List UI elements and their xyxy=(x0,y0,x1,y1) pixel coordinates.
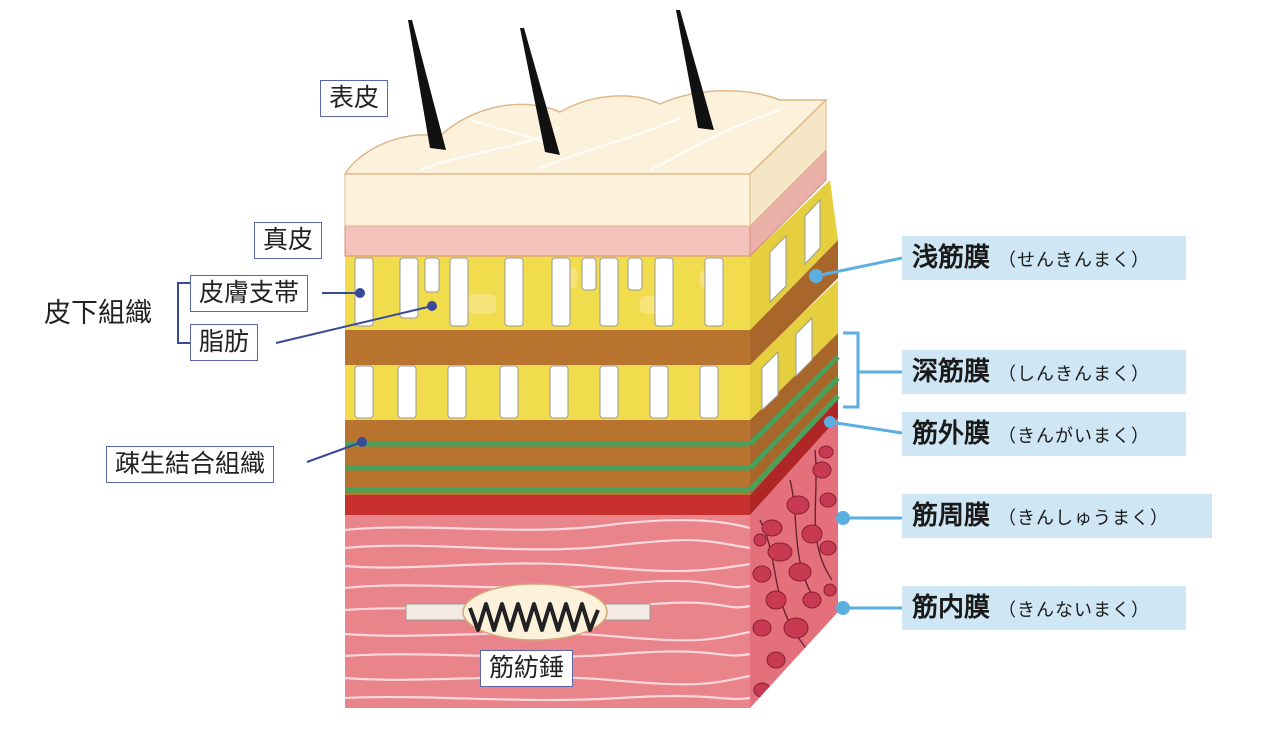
hair-3 xyxy=(676,10,714,130)
tag-perimysium: 筋周膜 （きんしゅうまく） xyxy=(902,494,1212,538)
label-fat: 脂肪 xyxy=(190,324,259,361)
tag-endomysium: 筋内膜 （きんないまく） xyxy=(902,586,1186,630)
dermis-layer xyxy=(344,148,827,258)
tag-reading: （せんきんまく） xyxy=(998,250,1151,271)
hair-1 xyxy=(408,20,446,150)
tag-name: 筋周膜 xyxy=(912,501,991,531)
label-muscle-spindle: 筋紡錘 xyxy=(480,650,574,687)
upper-retinacula xyxy=(354,198,821,327)
muscle-fiber-ends xyxy=(752,445,837,708)
tag-reading: （きんしゅうまく） xyxy=(998,508,1170,529)
left-leader-lines xyxy=(177,282,433,463)
tag-superficial-fascia: 浅筋膜 （せんきんまく） xyxy=(902,236,1186,280)
deep-fascia-block xyxy=(345,333,840,495)
tag-reading: （きんがいまく） xyxy=(998,426,1151,447)
left-leader-dots xyxy=(355,288,437,447)
label-subcutaneous: 皮下組織 xyxy=(44,298,152,329)
upper-fat-layer xyxy=(345,180,838,330)
spindle-coil xyxy=(468,602,600,632)
perimysium-layer xyxy=(345,398,838,515)
muscle-spindle xyxy=(405,583,651,641)
tag-name: 浅筋膜 xyxy=(912,243,991,273)
label-retinacula: 皮膚支帯 xyxy=(190,275,309,312)
deep-fascia-green-lines xyxy=(345,355,840,493)
tag-name: 筋内膜 xyxy=(912,593,991,623)
epidermis-top-surface xyxy=(343,90,828,175)
tag-name: 深筋膜 xyxy=(912,357,991,387)
lower-fat-layer xyxy=(345,280,838,420)
label-epidermis: 表皮 xyxy=(320,80,389,117)
epidermis-layer xyxy=(343,90,828,228)
lower-retinacula xyxy=(354,316,813,419)
hair-2 xyxy=(520,28,560,155)
tag-reading: （しんきんまく） xyxy=(998,364,1151,385)
label-dermis: 真皮 xyxy=(254,222,323,259)
tag-deep-fascia: 深筋膜 （しんきんまく） xyxy=(902,350,1186,394)
tag-reading: （きんないまく） xyxy=(998,600,1151,621)
muscle-fiber-lines xyxy=(345,519,750,702)
right-callout-lines xyxy=(815,256,903,610)
label-loose-tissue: 疎生結合組織 xyxy=(106,446,275,483)
tag-epimysium: 筋外膜 （きんがいまく） xyxy=(902,412,1186,456)
muscle-block xyxy=(345,418,838,708)
hairs xyxy=(408,10,714,155)
tag-name: 筋外膜 xyxy=(912,419,991,449)
right-callout-dots xyxy=(809,269,850,615)
